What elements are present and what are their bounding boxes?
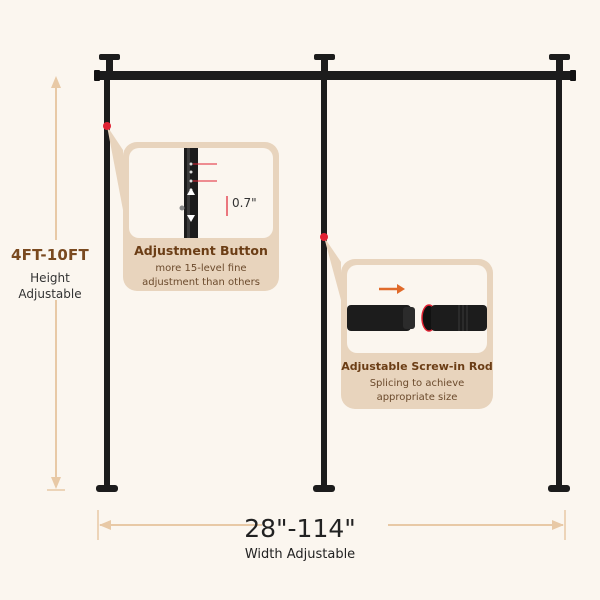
width-arrow	[97, 510, 566, 540]
width-range: 28"-114"	[244, 514, 356, 543]
height-arrow	[47, 76, 65, 491]
height-text-line2: Adjustable	[18, 287, 82, 301]
adjustment-marker-dot	[103, 122, 111, 130]
screw-in-rod-card: Adjustable Screw-in Rod Splicing to achi…	[341, 259, 493, 409]
adjustment-button-desc-line1: more 15-level fine	[155, 263, 247, 274]
adjustment-button-title: Adjustment Button	[134, 243, 268, 258]
width-label: 28"-114" Width Adjustable	[150, 514, 450, 562]
adjustment-button-card: Adjustment Button more 15-level fine adj…	[123, 142, 279, 291]
screw-in-rod-closeup	[347, 265, 487, 353]
height-label: 4FT-10FT Height Adjustable	[0, 246, 100, 302]
screw-in-rod-desc-line1: Splicing to achieve	[369, 378, 465, 389]
right-pole	[548, 54, 570, 492]
adjustment-button-desc-line2: adjustment than others	[142, 277, 260, 288]
middle-pole	[313, 54, 335, 492]
height-range: 4FT-10FT	[11, 246, 89, 264]
left-pole	[96, 54, 120, 492]
width-text: Width Adjustable	[244, 547, 356, 562]
screw-in-rod-desc-line2: appropriate size	[376, 392, 458, 403]
adjustment-button-closeup	[129, 148, 273, 238]
height-text-line1: Height	[30, 271, 70, 285]
spacing-measurement: 0.7"	[232, 196, 257, 210]
screw-marker-dot	[320, 233, 328, 241]
callout-connector-2	[324, 237, 341, 300]
callout-connector-1	[107, 126, 123, 210]
top-rail	[94, 70, 576, 81]
screw-in-rod-title: Adjustable Screw-in Rod	[341, 360, 493, 373]
